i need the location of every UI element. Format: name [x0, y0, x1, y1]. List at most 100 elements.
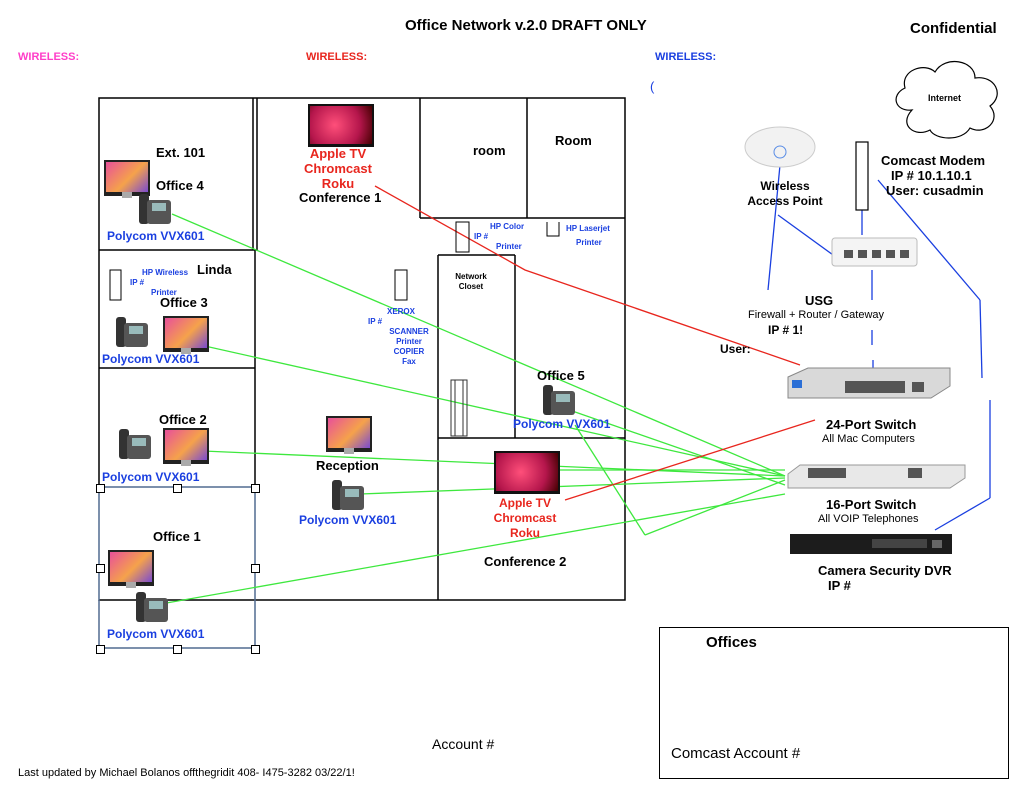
resize-handle[interactable]	[96, 564, 105, 573]
offices-box: Offices Comcast Account #	[659, 627, 1009, 779]
reception-label: Reception	[316, 458, 379, 473]
switch16-desc: All VOIP Telephones	[818, 513, 919, 525]
access-point-icon	[744, 126, 816, 168]
internet-cloud-icon	[895, 60, 998, 139]
switch24-desc: All Mac Computers	[822, 433, 915, 445]
printer-line: IP #	[130, 278, 145, 287]
voip-wires	[154, 213, 786, 606]
office1-label: Office 1	[153, 529, 201, 544]
monitor-icon	[326, 416, 372, 454]
printer-line: Fax	[402, 357, 416, 366]
office5-label: Office 5	[537, 368, 585, 383]
hp-laserjet-printer-icon	[546, 222, 560, 237]
usg-title: USG	[805, 293, 834, 308]
resize-handle[interactable]	[96, 484, 105, 493]
av-wires	[374, 185, 816, 501]
hp-color-label: HP Color IP # Printer	[474, 222, 524, 252]
av-line: Apple TV	[309, 146, 367, 161]
modem-line: Comcast Modem	[881, 153, 986, 168]
av-line: Apple TV	[498, 496, 551, 510]
conf2-av-label: Apple TV Chromcast Roku	[490, 496, 560, 541]
phone-icon	[543, 385, 575, 415]
office3-label: Office 3	[160, 295, 208, 310]
switch-16-icon	[787, 464, 966, 489]
reception-phone-label: Polycom VVX601	[299, 513, 397, 527]
dvr-icon	[790, 534, 952, 554]
av-line: Chromcast	[304, 161, 372, 176]
switch16-title: 16-Port Switch	[826, 497, 917, 512]
xerox-printer-icon	[394, 269, 408, 301]
room-label: room	[473, 143, 506, 158]
office5-phone-label: Polycom VVX601	[513, 417, 611, 431]
resize-handle[interactable]	[173, 484, 182, 493]
office2-phone-label: Polycom VVX601	[102, 470, 200, 484]
monitor-icon	[163, 428, 209, 466]
resize-handle[interactable]	[251, 564, 260, 573]
resize-handle[interactable]	[251, 484, 260, 493]
av-line: Roku	[321, 176, 355, 191]
av-line: Chromcast	[493, 511, 557, 525]
modem-line: IP # 10.1.10.1	[891, 168, 972, 183]
phone-icon	[136, 592, 168, 622]
office4-phone-label: Polycom VVX601	[107, 229, 205, 243]
resize-handle[interactable]	[96, 645, 105, 654]
monitor-icon	[163, 316, 209, 354]
office3-phone-label: Polycom VVX601	[102, 352, 200, 366]
monitor-icon	[108, 550, 154, 588]
conf1-av-label: Apple TV Chromcast Roku	[302, 146, 374, 191]
phone-icon	[139, 194, 171, 224]
av-line: Roku	[510, 526, 540, 540]
usg-icon	[831, 237, 918, 267]
hp-laserjet-label: HP Laserjet Printer	[566, 224, 610, 248]
closet-line: Network	[455, 272, 487, 281]
wireless-label-1: WIRELESS:	[18, 51, 80, 63]
access-point-label: Wireless Access Point	[740, 179, 830, 209]
resize-handle[interactable]	[251, 645, 260, 654]
network-closet-label: Network Closet	[446, 272, 496, 292]
footer-note: Last updated by Michael Bolanos offthegr…	[18, 767, 355, 779]
page-title: Office Network v.2.0 DRAFT ONLY	[405, 17, 647, 34]
resize-handle[interactable]	[173, 645, 182, 654]
printer-line: Printer	[151, 288, 177, 297]
hp-color-printer-icon	[455, 221, 470, 253]
dvr-ip: IP #	[828, 578, 851, 593]
linda-label: Linda	[197, 262, 232, 277]
internet-label: Internet	[928, 93, 962, 103]
printer-line: XEROX	[386, 307, 415, 316]
printer-line: SCANNER	[389, 327, 429, 336]
modem-line: User: cusadmin	[886, 183, 984, 198]
printer-line: Printer	[576, 238, 602, 247]
tv-icon	[494, 451, 560, 494]
usg-user: User:	[720, 342, 751, 356]
hp-wireless-printer-icon	[109, 269, 122, 301]
printer-line: IP #	[474, 232, 489, 241]
wireless-fragment: (	[650, 79, 655, 94]
conference2-label: Conference 2	[484, 554, 567, 569]
printer-line: COPIER	[393, 347, 425, 356]
xerox-label: XEROX IP # SCANNER Printer COPIER Fax	[362, 307, 432, 367]
confidential-label: Confidential	[910, 20, 997, 37]
printer-line: HP Color	[490, 222, 525, 231]
hp-wireless-label: HP Wireless IP # Printer	[130, 268, 188, 298]
office2-label: Office 2	[159, 412, 207, 427]
phone-icon	[116, 317, 148, 347]
comcast-account-label: Comcast Account #	[671, 745, 801, 762]
wireless-label-2: WIRELESS:	[306, 51, 368, 63]
ap-line: Wireless	[760, 179, 810, 193]
ap-line: Access Point	[747, 194, 823, 208]
printer-line: IP #	[368, 317, 383, 326]
phone-icon	[332, 480, 364, 510]
tv-icon	[308, 104, 374, 147]
usg-desc: Firewall + Router / Gateway	[748, 309, 885, 321]
modem-label: Comcast Modem IP # 10.1.10.1 User: cusad…	[881, 153, 985, 198]
monitor-icon	[104, 160, 150, 198]
switch-24-icon	[787, 367, 951, 399]
printer-line: Printer	[396, 337, 422, 346]
printer-line: HP Wireless	[142, 268, 189, 277]
offices-box-title: Offices	[706, 634, 757, 651]
modem-icon	[855, 141, 869, 211]
printer-line: Printer	[496, 242, 522, 251]
office1-phone-label: Polycom VVX601	[107, 627, 205, 641]
room2-label: Room	[555, 133, 592, 148]
